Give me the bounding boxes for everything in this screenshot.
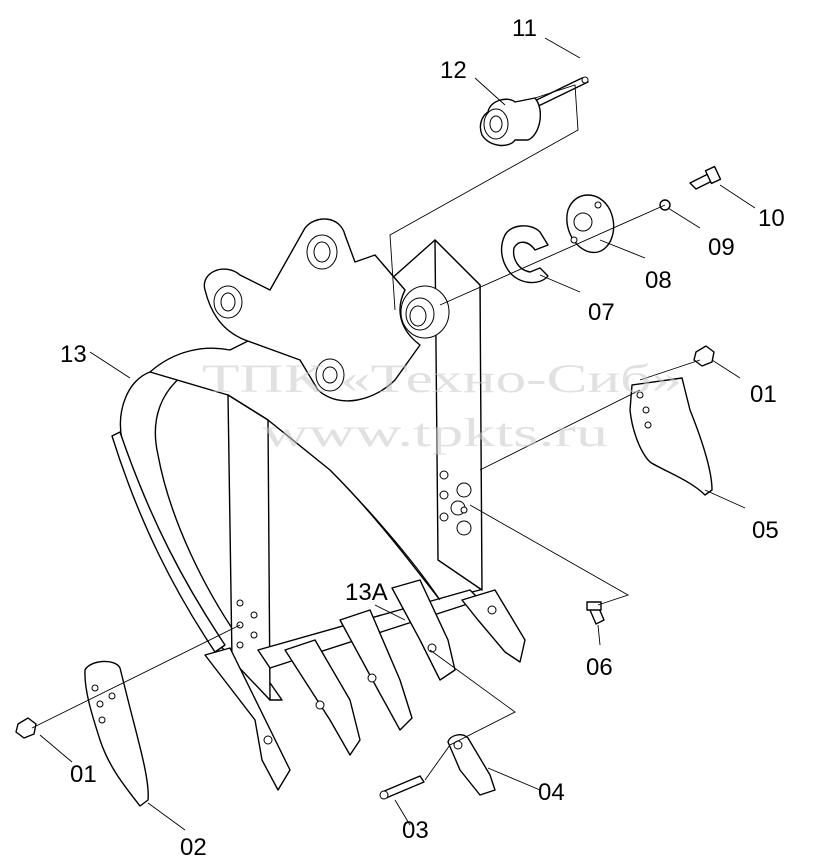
leader-lines [31, 37, 756, 831]
callout-01-left: 01 [70, 761, 97, 788]
callout-13: 13 [60, 341, 87, 368]
part-02-side-cutter [84, 660, 149, 807]
callout-02: 02 [180, 834, 207, 861]
callout-03: 03 [402, 817, 429, 844]
part-06-bolt [586, 601, 605, 625]
part-05-side-cutter [629, 377, 713, 496]
callout-10: 10 [758, 205, 785, 232]
callout-13a: 13A [345, 579, 388, 606]
part-01-nut-left [15, 717, 37, 739]
callout-08: 08 [645, 267, 672, 294]
callout-11: 11 [512, 15, 537, 42]
bucket-mounting-ears [203, 218, 450, 402]
callout-09: 09 [708, 234, 735, 261]
part-01-nut-right [693, 345, 715, 367]
part-12-bushing [479, 97, 542, 147]
part-07-split-ring [500, 225, 549, 284]
callout-05: 05 [752, 517, 779, 544]
watermark-company: ТПК «Техно-Сиб» [202, 356, 682, 401]
callout-07: 07 [588, 299, 615, 326]
part-04-tooth [447, 734, 496, 796]
part-03-pin [379, 775, 425, 800]
part-08-retainer [566, 194, 615, 254]
side-plate-bolt-holes [236, 470, 472, 649]
callout-01-right: 01 [750, 381, 777, 408]
callout-04: 04 [538, 779, 565, 806]
watermark-url: www.tpkts.ru [262, 410, 608, 455]
part-10-bolt [689, 165, 722, 190]
bucket-teeth [204, 579, 526, 791]
callout-12: 12 [440, 57, 467, 84]
callout-06: 06 [586, 654, 613, 681]
